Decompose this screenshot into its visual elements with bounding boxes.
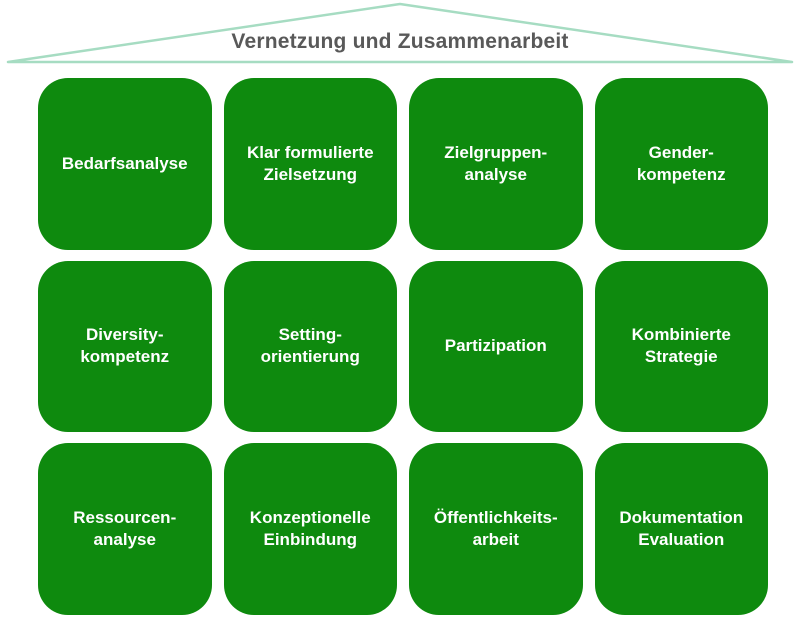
tile-label: Öffentlichkeits- arbeit	[433, 508, 558, 550]
roof-triangle-line	[6, 2, 794, 64]
roof-title: Vernetzung und Zusammenarbeit	[231, 30, 569, 53]
tile-oeffentlichkeitsarbeit: Öffentlichkeits- arbeit	[409, 443, 583, 615]
tile-zielgruppenanalyse: Zielgruppen- analyse	[409, 78, 583, 250]
tile-diversitykompetenz: Diversity- kompetenz	[38, 260, 212, 433]
tile-konzeptionelle-einbindung: Konzeptionelle Einbindung	[223, 443, 397, 615]
tile-klar-formulierte-zielsetzung: Klar formulierte Zielsetzung	[223, 78, 397, 250]
tile-genderkompetenz: Gender- kompetenz	[594, 78, 768, 250]
tile-label: Dokumentation Evaluation	[619, 508, 744, 550]
tile-grid: Bedarfsanalyse Klar formulierte Zielsetzu…	[38, 78, 768, 615]
tile-label: Diversity- kompetenz	[80, 325, 170, 367]
tile-label: Gender- kompetenz	[636, 142, 726, 184]
tile-label: Klar formulierte Zielsetzung	[246, 142, 374, 184]
tile-label: Partizipation	[444, 336, 547, 356]
tile-partizipation: Partizipation	[409, 260, 583, 433]
tile-label: Setting- orientierung	[260, 325, 360, 367]
roof-outline	[6, 2, 794, 64]
tile-dokumentation-evaluation: Dokumentation Evaluation	[594, 443, 768, 615]
tile-label: Zielgruppen- analyse	[444, 142, 548, 184]
tile-label: Konzeptionelle Einbindung	[249, 508, 371, 550]
tile-settingorientierung: Setting- orientierung	[223, 260, 397, 433]
tile-label: Ressourcen- analyse	[73, 508, 177, 550]
tile-label: Kombinierte Strategie	[631, 325, 731, 367]
tile-label: Bedarfsanalyse	[61, 153, 188, 173]
tile-bedarfsanalyse: Bedarfsanalyse	[38, 78, 212, 250]
tile-kombinierte-strategie: Kombinierte Strategie	[594, 260, 768, 433]
tile-ressourcenanalyse: Ressourcen- analyse	[38, 443, 212, 615]
